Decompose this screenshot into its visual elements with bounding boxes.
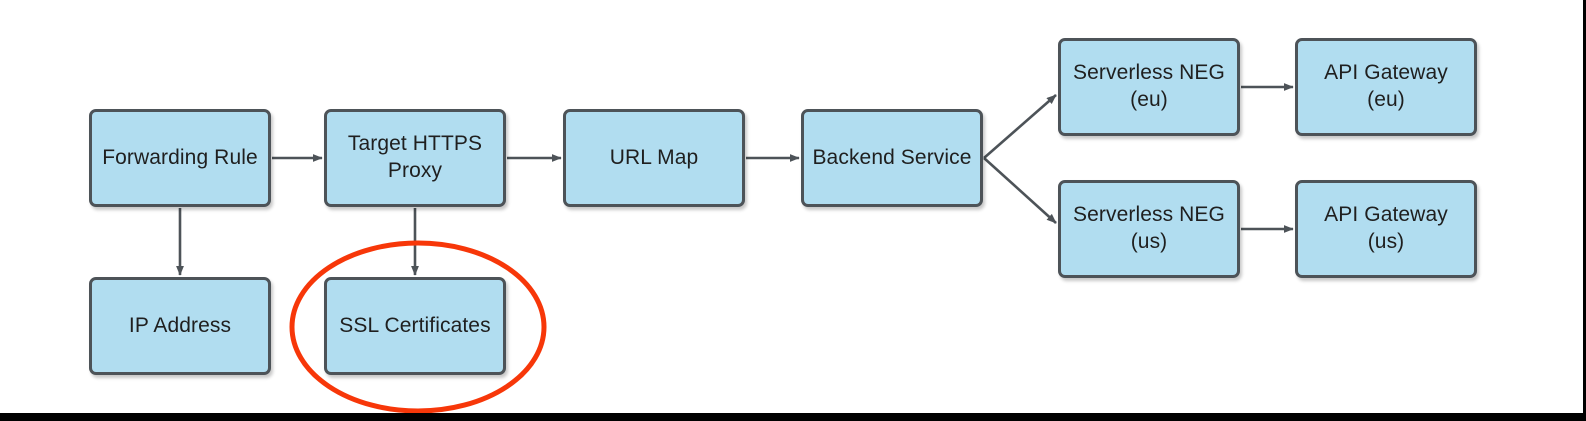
- node-target-https-proxy[interactable]: Target HTTPS Proxy: [324, 109, 506, 207]
- node-api-gateway-us[interactable]: API Gateway (us): [1295, 180, 1477, 278]
- node-label: Backend Service: [812, 145, 972, 169]
- node-label: Serverless NEG (us): [1073, 203, 1225, 253]
- node-forwarding-rule[interactable]: Forwarding Rule: [89, 109, 271, 207]
- node-url-map[interactable]: URL Map: [563, 109, 745, 207]
- node-label: URL Map: [609, 145, 699, 169]
- node-label: API Gateway (us): [1324, 203, 1448, 253]
- node-api-gateway-eu[interactable]: API Gateway (eu): [1295, 38, 1477, 136]
- node-serverless-neg-eu[interactable]: Serverless NEG (eu): [1058, 38, 1240, 136]
- node-ssl-certificates[interactable]: SSL Certificates: [324, 277, 506, 375]
- canvas-right-border: [1583, 0, 1586, 421]
- node-label: Forwarding Rule: [102, 145, 258, 169]
- canvas-bottom-border: [0, 413, 1586, 421]
- node-backend-service[interactable]: Backend Service: [801, 109, 983, 207]
- node-label: API Gateway (eu): [1324, 61, 1448, 111]
- node-ip-address[interactable]: IP Address: [89, 277, 271, 375]
- node-label: Target HTTPS Proxy: [347, 132, 483, 182]
- node-label: IP Address: [128, 313, 232, 337]
- node-label: SSL Certificates: [339, 313, 491, 337]
- node-serverless-neg-us[interactable]: Serverless NEG (us): [1058, 180, 1240, 278]
- node-label: Serverless NEG (eu): [1073, 61, 1225, 111]
